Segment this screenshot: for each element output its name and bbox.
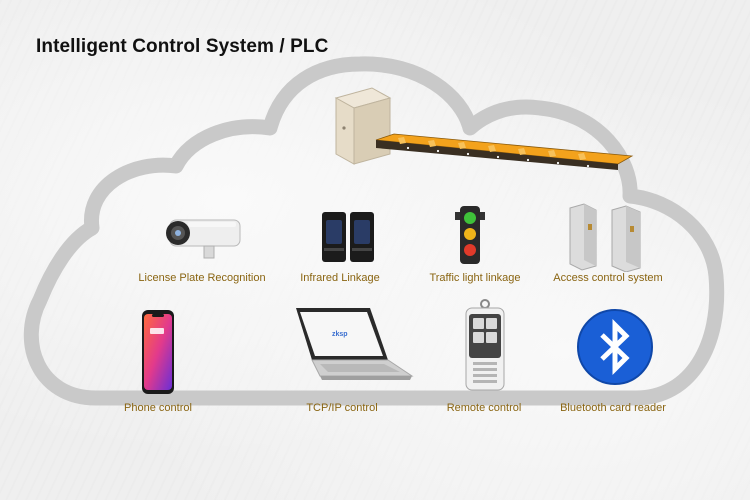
device-label-phone: Phone control <box>124 402 192 414</box>
traffic-light-icon <box>455 206 485 264</box>
device-label-bluetooth: Bluetooth card reader <box>560 402 666 414</box>
page-title: Intelligent Control System / PLC <box>36 36 329 57</box>
device-label-remote: Remote control <box>446 402 522 414</box>
device-label-license-plate: License Plate Recognition <box>138 272 266 284</box>
svg-text:zksp: zksp <box>332 331 348 338</box>
device-label-traffic-light: Traffic light linkage <box>429 272 521 284</box>
phone-icon <box>142 310 174 394</box>
bluetooth-icon <box>577 309 653 385</box>
barrier-gate-icon <box>334 87 634 170</box>
infrared-sensor-icon <box>322 212 374 262</box>
device-label-infrared: Infrared Linkage <box>300 272 380 284</box>
device-label-access-control: Access control system <box>553 272 663 284</box>
camera-icon <box>166 219 241 259</box>
remote-control-icon <box>465 299 505 391</box>
turnstile-icon <box>569 203 641 272</box>
laptop-icon: zksp <box>296 308 414 380</box>
device-label-tcpip: TCP/IP control <box>306 402 378 414</box>
